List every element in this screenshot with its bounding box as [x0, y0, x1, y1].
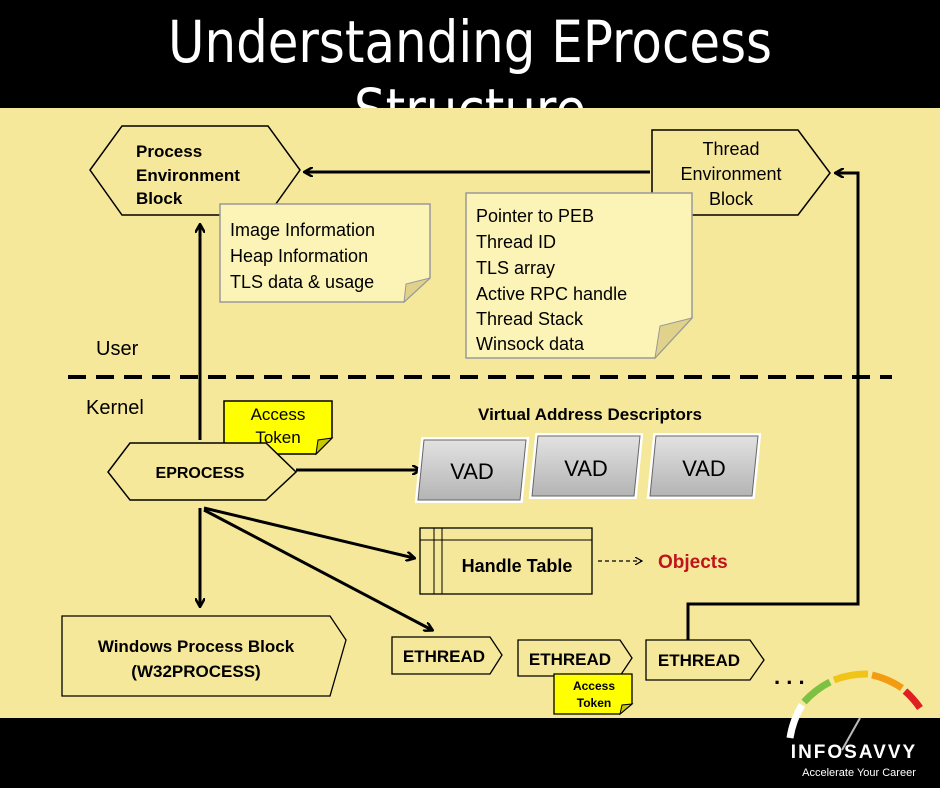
- ellipsis: . . .: [774, 664, 805, 689]
- user-label: User: [96, 338, 139, 360]
- handle-table: Handle Table: [419, 527, 593, 595]
- peb-note-line: Image Information: [230, 220, 375, 240]
- teb-line1: Thread: [702, 139, 759, 159]
- peb-note: Image Information Heap Information TLS d…: [219, 203, 431, 304]
- vad-box: VAD: [528, 433, 644, 499]
- teb-note-line: Winsock data: [476, 334, 585, 354]
- teb-note-line: Thread ID: [476, 232, 556, 252]
- peb-note-line: TLS data & usage: [230, 272, 374, 292]
- vad-box: VAD: [414, 437, 530, 503]
- peb-line1: Process: [136, 142, 202, 161]
- teb-line3: Block: [709, 189, 754, 209]
- ethread-box: ETHREAD: [391, 636, 503, 675]
- teb-note-line: Pointer to PEB: [476, 206, 594, 226]
- vad-box: VAD: [646, 433, 762, 499]
- objects-label: Objects: [658, 552, 728, 573]
- handle-table-label: Handle Table: [462, 556, 573, 576]
- ethread-box: ETHREAD: [517, 639, 633, 677]
- brand-name: INFOSAVVY: [791, 742, 917, 763]
- vad-label: VAD: [682, 456, 726, 481]
- vad-label: VAD: [450, 459, 494, 484]
- ethread-box: ETHREAD: [645, 639, 765, 681]
- eprocess-label: EPROCESS: [156, 465, 245, 482]
- kernel-label: Kernel: [86, 397, 144, 419]
- peb-line2: Environment: [136, 166, 240, 185]
- teb-line2: Environment: [680, 164, 781, 184]
- access-token-line2: Token: [255, 428, 300, 447]
- vad-header: Virtual Address Descriptors: [478, 405, 702, 424]
- ethread-label: ETHREAD: [403, 647, 485, 666]
- teb-note: Pointer to PEB Thread ID TLS array Activ…: [465, 192, 694, 360]
- access-token-note: Access Token: [223, 400, 334, 456]
- teb-note-line: Thread Stack: [476, 309, 584, 329]
- vad-label: VAD: [564, 456, 608, 481]
- ethread-to-teb-arrow: [686, 173, 860, 640]
- peb-line3: Block: [136, 189, 183, 208]
- w32process-block: Windows Process Block (W32PROCESS): [61, 615, 347, 697]
- small-token-line1: Access: [573, 679, 615, 693]
- peb-note-line: Heap Information: [230, 246, 368, 266]
- ethread-label: ETHREAD: [658, 651, 740, 670]
- access-token-line1: Access: [251, 405, 306, 424]
- infosavvy-logo: [786, 670, 923, 751]
- teb-note-line: Active RPC handle: [476, 284, 627, 304]
- ethread-label: ETHREAD: [529, 650, 611, 669]
- eprocess-to-ethread-arrow: [203, 508, 432, 630]
- teb-note-line: TLS array: [476, 258, 555, 278]
- small-token-line2: Token: [577, 696, 611, 710]
- eprocess-shape: [107, 442, 298, 501]
- small-access-token-note: Access Token: [553, 673, 634, 716]
- eprocess-to-handle-arrow: [203, 506, 414, 558]
- brand-tagline: Accelerate Your Career: [802, 767, 916, 779]
- w32-line2: (W32PROCESS): [131, 662, 260, 681]
- w32-line1: Windows Process Block: [98, 637, 295, 656]
